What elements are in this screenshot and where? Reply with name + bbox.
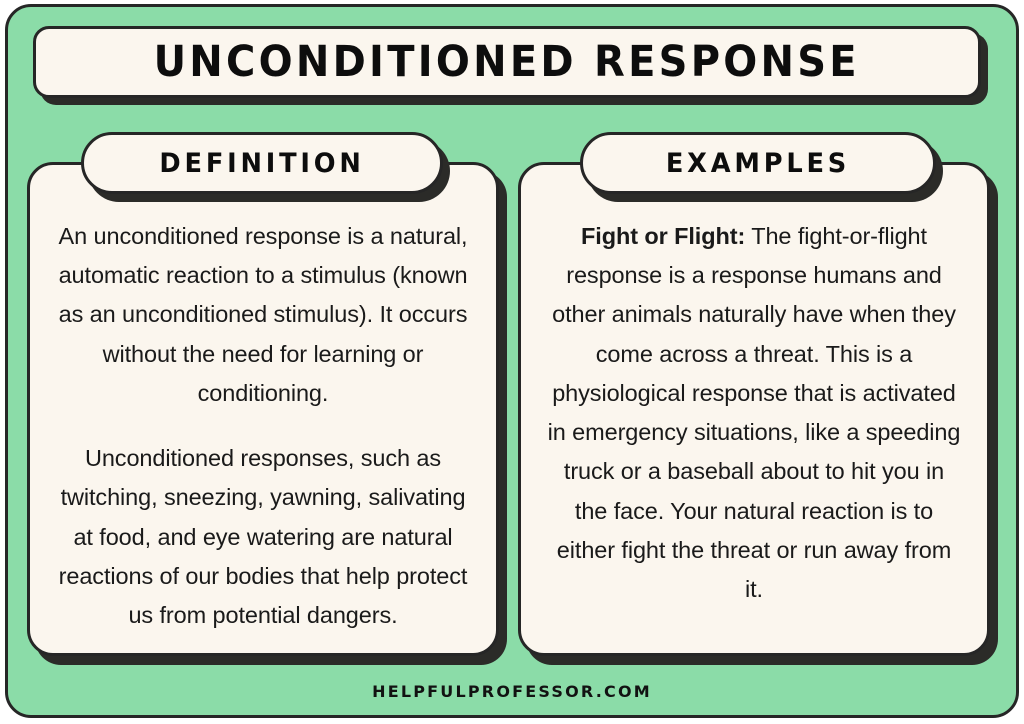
footer-attribution: HELPFULPROFESSOR.COM	[372, 682, 652, 701]
definition-body: An unconditioned response is a natural, …	[56, 217, 470, 635]
content-columns: An unconditioned response is a natural, …	[0, 132, 1024, 672]
examples-card: Fight or Flight: The fight-or-flight res…	[518, 162, 990, 656]
examples-lead-body: The fight-or-flight response is a respon…	[547, 223, 961, 603]
definition-heading-label: Definition	[159, 147, 365, 179]
examples-heading-pill: Examples	[580, 132, 936, 194]
page-title: Unconditioned Response	[153, 36, 861, 87]
examples-paragraph-1: Fight or Flight: The fight-or-flight res…	[547, 217, 961, 609]
examples-heading-label: Examples	[665, 147, 851, 179]
title-banner: Unconditioned Response	[33, 26, 981, 98]
definition-heading-pill: Definition	[81, 132, 443, 194]
definition-card: An unconditioned response is a natural, …	[27, 162, 499, 656]
footer: HELPFULPROFESSOR.COM	[0, 682, 1024, 702]
definition-paragraph-2: Unconditioned responses, such as twitchi…	[58, 445, 468, 629]
examples-lead-label: Fight or Flight:	[581, 223, 746, 249]
definition-paragraph-1: An unconditioned response is a natural, …	[58, 223, 468, 406]
examples-body: Fight or Flight: The fight-or-flight res…	[547, 217, 961, 609]
